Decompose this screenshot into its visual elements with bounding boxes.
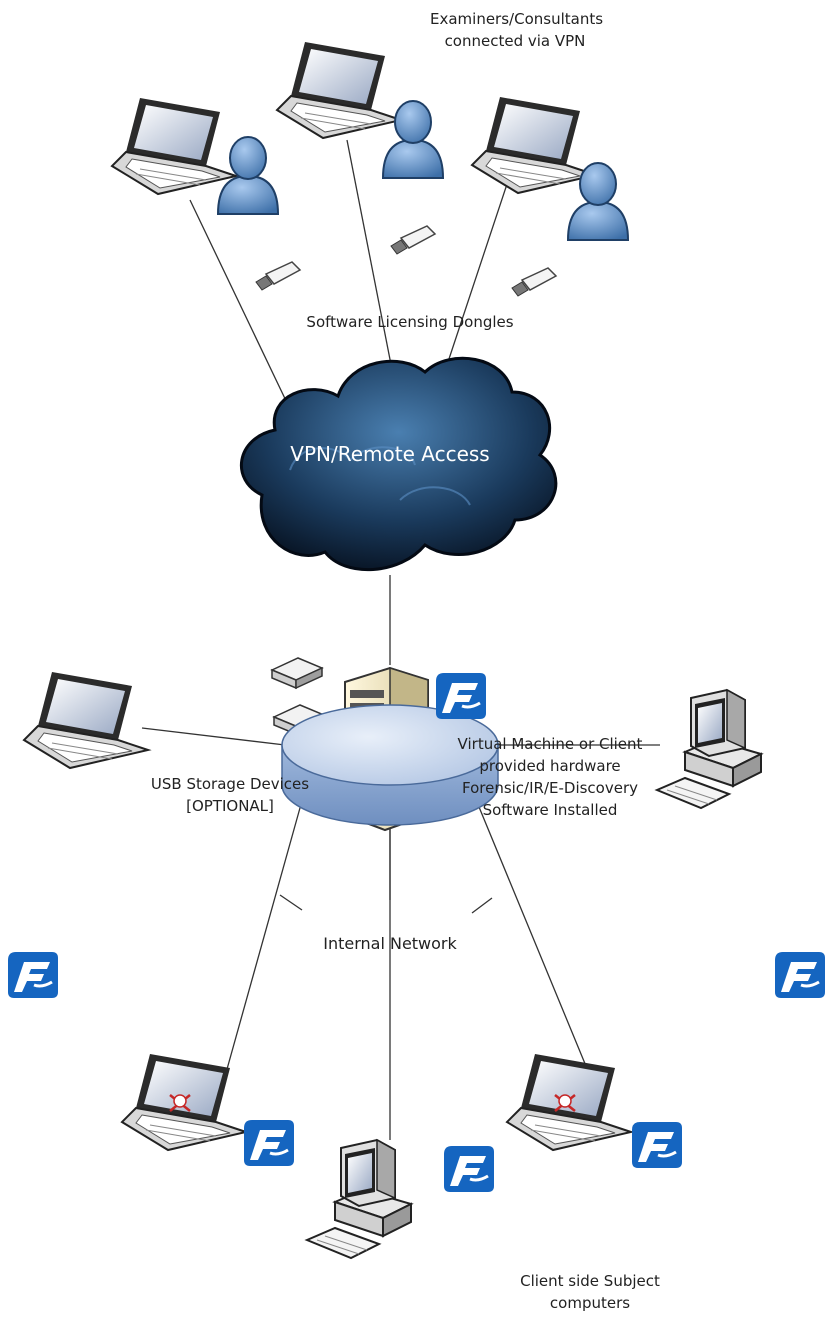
server-label-line: Forensic/IR/E-Discovery xyxy=(461,779,639,797)
server-label-line: Virtual Machine or Client xyxy=(457,735,643,753)
subject-laptop-infected-1 xyxy=(121,1053,247,1151)
server-label-line: provided hardware xyxy=(479,757,621,775)
examiners-label-line: connected via VPN xyxy=(444,32,586,50)
link-examiner-2-cloud xyxy=(346,139,396,386)
stub-right xyxy=(471,897,493,914)
subject-desktop-right xyxy=(656,689,762,809)
server-label-line: Software Installed xyxy=(482,801,618,819)
vpn-cloud xyxy=(239,356,558,572)
subjects-label: Client side Subject computers xyxy=(490,1270,690,1314)
forensic-agent-logo-icon xyxy=(442,1144,496,1194)
usb-dongle-icon xyxy=(390,225,436,255)
forensic-agent-logo-icon xyxy=(773,950,825,1000)
dongles-label-text: Software Licensing Dongles xyxy=(306,313,514,331)
forensic-agent-logo-icon xyxy=(242,1118,296,1168)
malware-skull-icon xyxy=(169,1094,191,1112)
forensic-agent-logo-icon xyxy=(630,1120,684,1170)
dongles-label: Software Licensing Dongles xyxy=(280,311,540,333)
subject-laptop-left xyxy=(23,671,149,769)
examiner-2 xyxy=(276,41,444,179)
link-examiner-1-cloud xyxy=(189,199,301,431)
subjects-label-line: computers xyxy=(549,1294,631,1312)
examiner-1 xyxy=(111,97,279,215)
stub-left xyxy=(279,894,303,911)
cloud-label: VPN/Remote Access xyxy=(260,441,520,467)
usb-storage-label: USB Storage Devices [OPTIONAL] xyxy=(130,773,330,817)
malware-skull-icon xyxy=(554,1094,576,1112)
usb-storage-label-line: [OPTIONAL] xyxy=(186,797,274,815)
network-label-text: Internal Network xyxy=(323,934,457,953)
subject-laptop-infected-2 xyxy=(506,1053,632,1151)
usb-storage-icon xyxy=(271,657,323,689)
usb-dongle-icon xyxy=(255,261,301,291)
subjects-label-line: Client side Subject xyxy=(520,1272,660,1290)
usb-storage-label-line: USB Storage Devices xyxy=(150,775,310,793)
user-icon xyxy=(382,100,444,179)
link-network-infected-2 xyxy=(471,789,601,1101)
link-network-laptop-left xyxy=(141,727,286,746)
examiners-label-line: Examiners/Consultants xyxy=(430,10,604,28)
internal-network xyxy=(281,704,499,826)
network-label: Internal Network xyxy=(290,933,490,955)
forensic-agent-logo-icon xyxy=(434,671,488,721)
subject-desktop-bottom xyxy=(306,1139,412,1259)
forensic-agent-logo-icon xyxy=(6,950,60,1000)
server-label: Virtual Machine or Client provided hardw… xyxy=(445,733,655,821)
cloud-label-text: VPN/Remote Access xyxy=(290,442,490,466)
examiners-label: Examiners/Consultants connected via VPN xyxy=(430,8,604,52)
connection-lines xyxy=(141,139,660,1140)
link-examiner-3-cloud xyxy=(441,174,511,381)
usb-dongle-icon xyxy=(511,267,557,297)
